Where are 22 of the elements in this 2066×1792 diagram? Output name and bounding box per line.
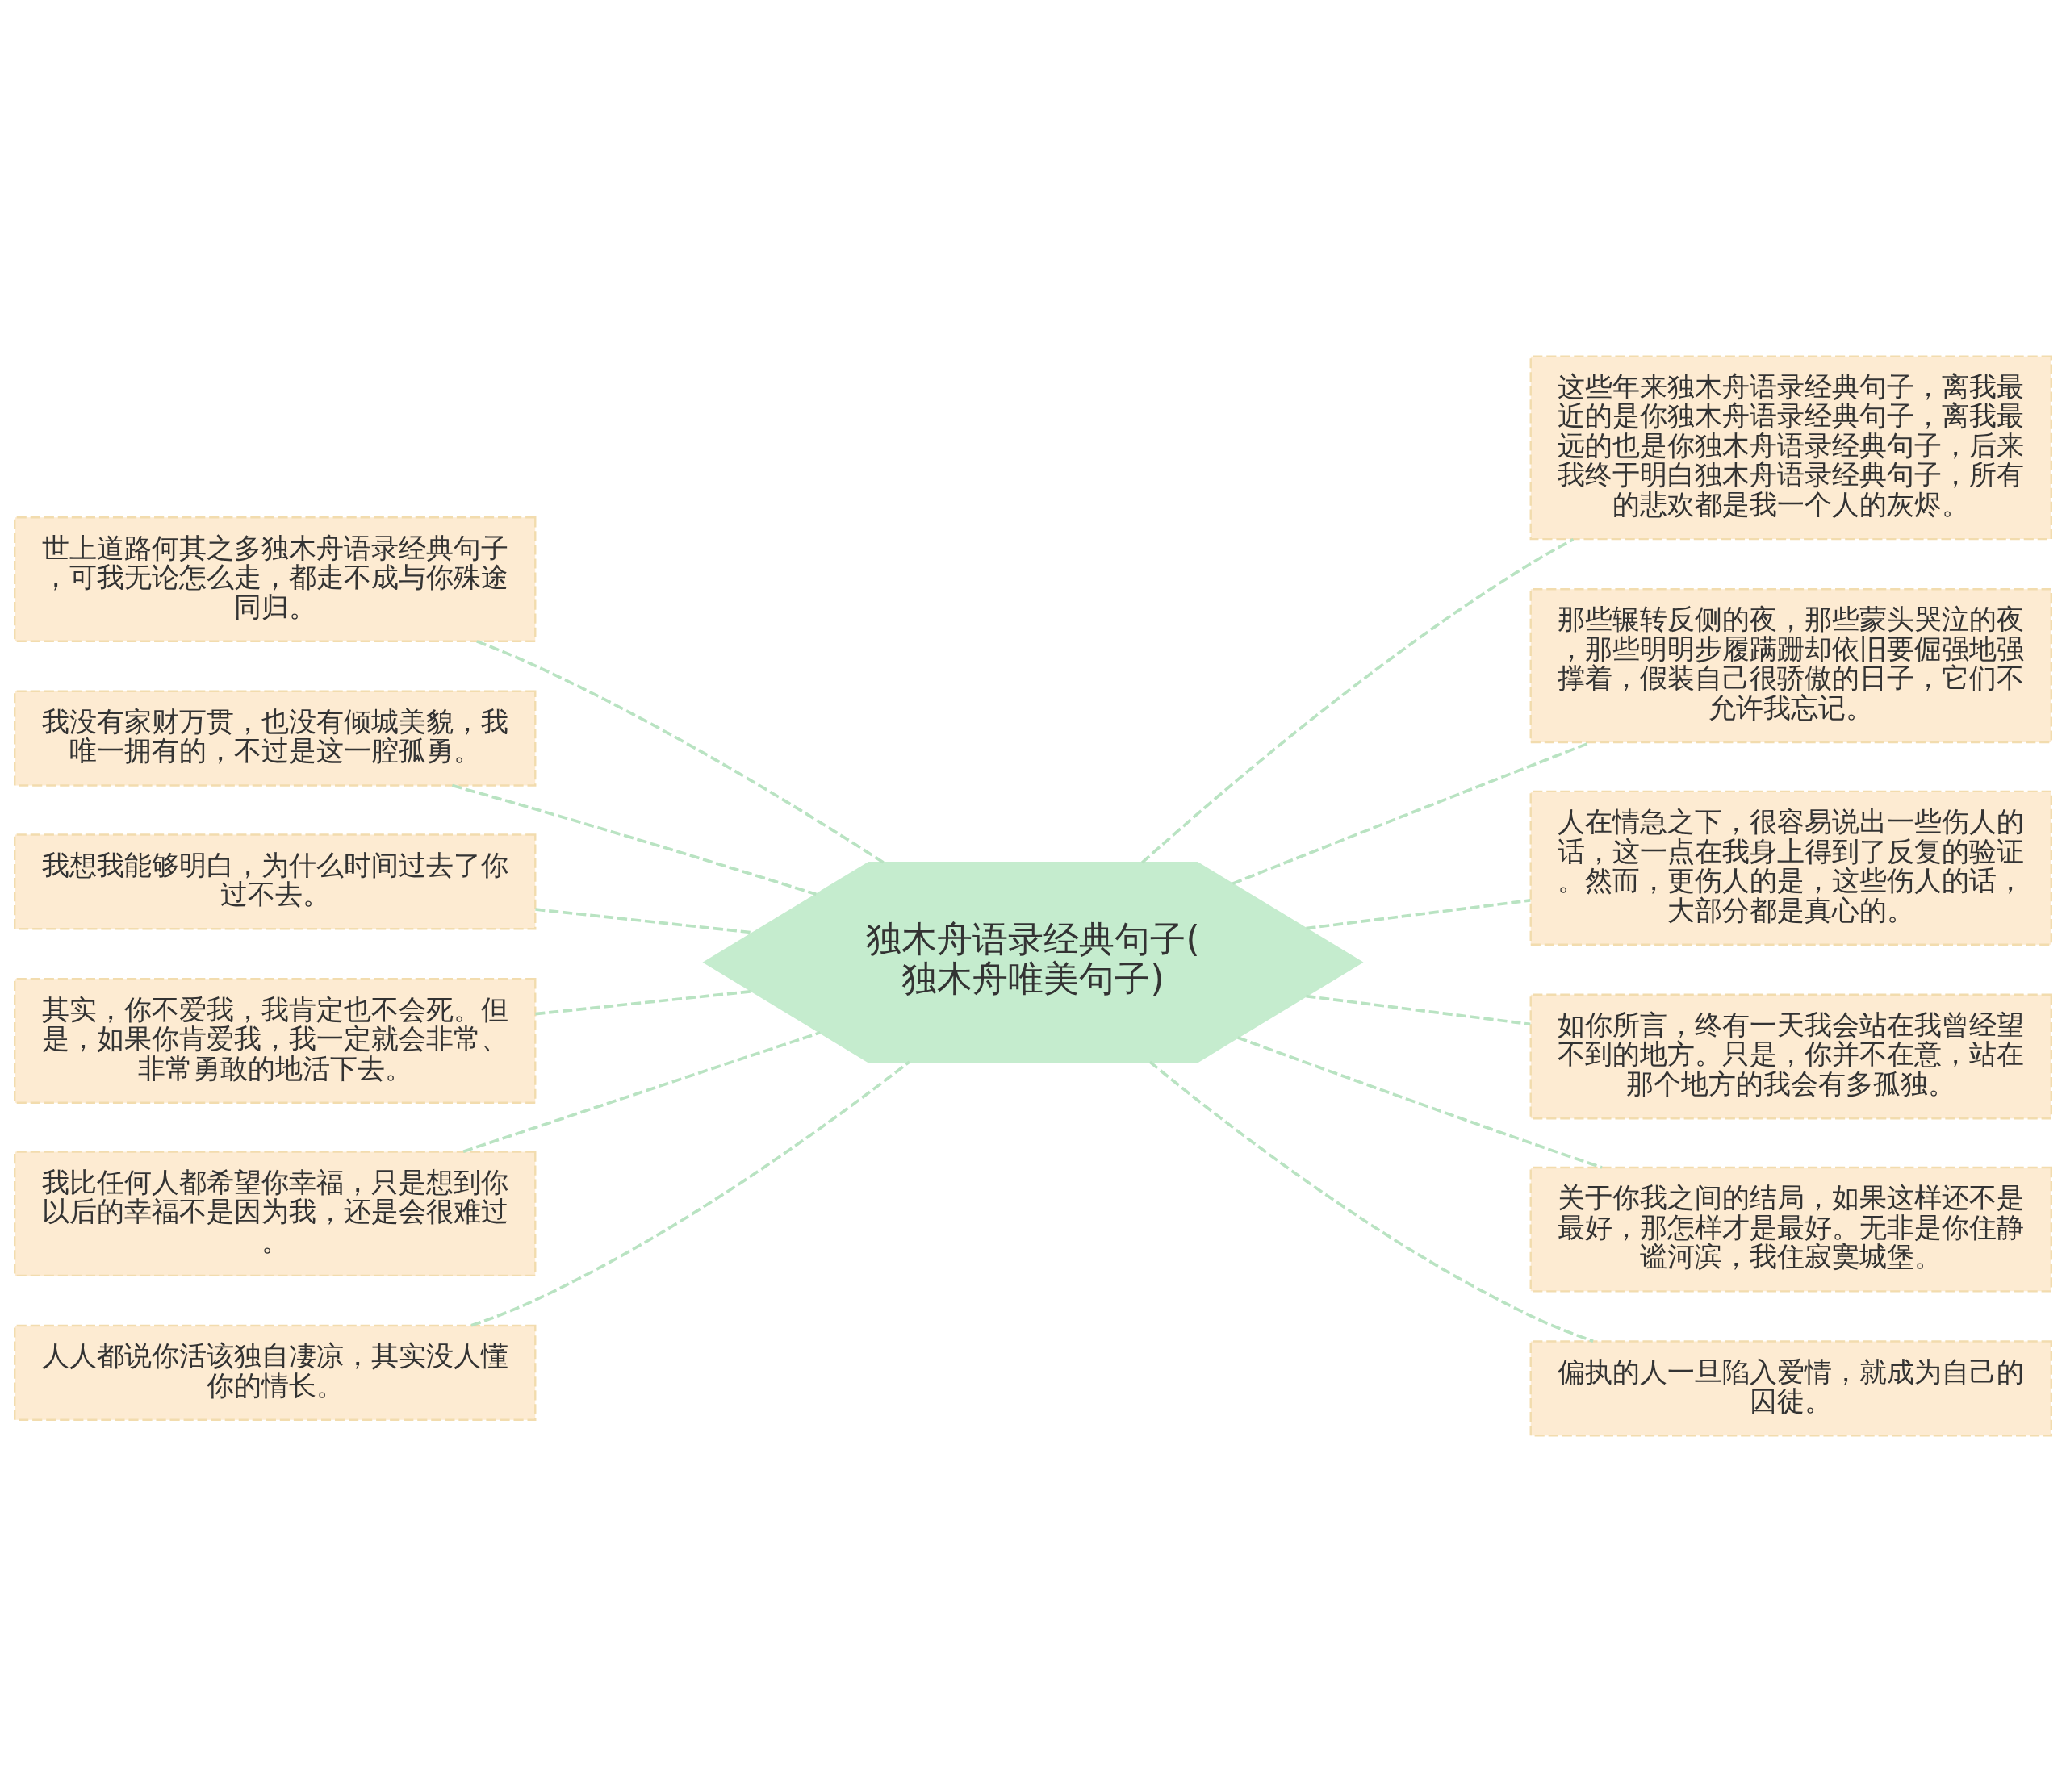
node-box: 世上道路何其之多独木舟语录经典句子，可我无论怎么走，都走不成与你殊途同归。	[14, 516, 537, 642]
connector	[470, 1060, 911, 1327]
node-box: 关于你我之间的结局，如果这样还不是最好，那怎样才是最好。无非是你住静谧河滨，我住寂寞城堡。	[1529, 1166, 2052, 1293]
node-box: 人在情急之下，很容易说出一些伤人的话，这一点在我身上得到了反复的验证。然而，更伤人的是，这些伤人的话，大部分都是真心的。	[1529, 790, 2052, 946]
node-box: 那些辗转反侧的夜，那些蒙头哭泣的夜，那些明明步履蹒跚却依旧要倔强地强撑着，假装自己很骄傲的日子，它们不允许我忘记。	[1529, 587, 2052, 744]
node-box: 这些年来独木舟语录经典句子，离我最近的是你独木舟语录经典句子，离我最远的也是你独木舟语录经典句子，后来我终于明白独木舟语录经典句子，所有的悲欢都是我一个人的灰烬。	[1529, 355, 2052, 541]
node-box: 其实，你不爱我，我肯定也不会死。但是，如果你肯爱我，我一定就会非常、非常勇敢的地活下去。	[14, 978, 537, 1104]
node-box: 我比任何人都希望你幸福，只是想到你以后的幸福不是因为我，还是会很难过。	[14, 1151, 537, 1277]
node-box: 人人都说你活该独自凄凉，其实没人懂你的情长。	[14, 1324, 537, 1421]
node-box: 如你所言，终有一天我会站在我曾经望不到的地方。只是，你并不在意，站在那个地方的我会有多孤独。	[1529, 993, 2052, 1120]
connector	[535, 989, 753, 1016]
connector	[476, 640, 885, 864]
connector	[1306, 994, 1531, 1026]
connector	[1148, 1060, 1594, 1343]
connector	[451, 783, 817, 896]
connector	[1306, 899, 1531, 930]
connector	[1237, 1036, 1603, 1169]
connector	[1141, 537, 1575, 864]
node-box: 偏执的人一旦陷入爱情，就成为自己的囚徒。	[1529, 1340, 2052, 1437]
connector	[462, 1031, 821, 1153]
node-box: 我想我能够明白，为什么时间过去了你过不去。	[14, 833, 537, 930]
node-box: 我没有家财万贯，也没有倾城美貌，我唯一拥有的，不过是这一腔孤勇。	[14, 690, 537, 787]
